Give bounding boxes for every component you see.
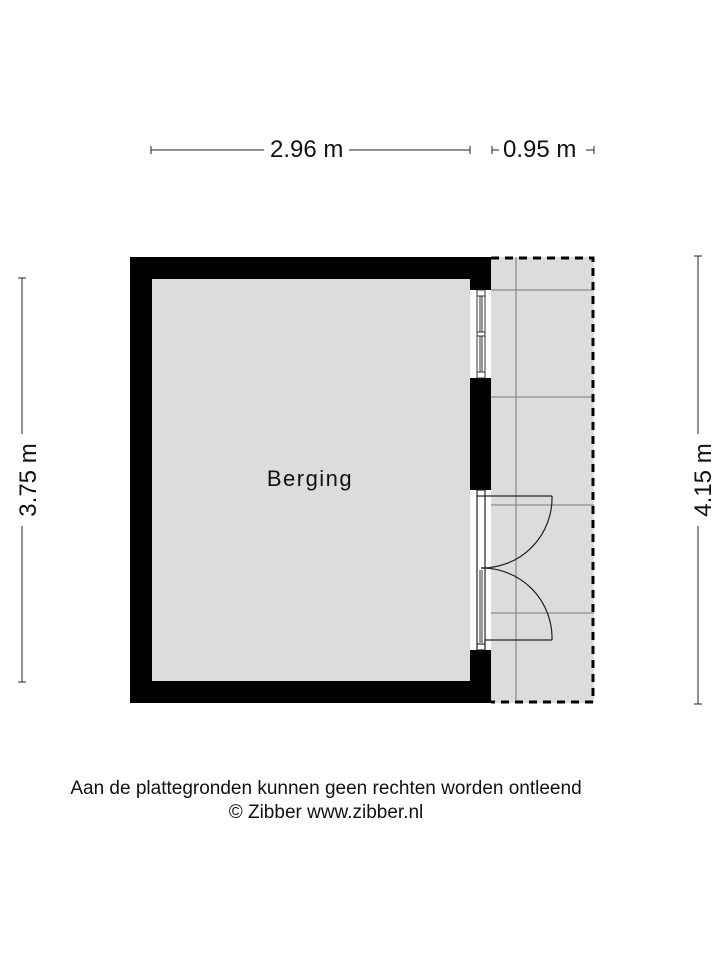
dimension-right: 4.15 m bbox=[690, 434, 718, 526]
copyright-text: © Zibber www.zibber.nl bbox=[228, 802, 424, 823]
dimension-left: 3.75 m bbox=[15, 434, 43, 526]
dimension-top-main: 2.96 m bbox=[264, 136, 350, 164]
disclaimer-text: Aan de plattegronden kunnen geen rechten… bbox=[70, 778, 582, 799]
double-door bbox=[476, 489, 553, 651]
room-label-berging: Berging bbox=[266, 466, 354, 491]
window bbox=[476, 289, 486, 379]
dimension-top-side: 0.95 m bbox=[499, 136, 581, 164]
outdoor-terrace bbox=[491, 256, 595, 704]
walls bbox=[130, 257, 491, 703]
